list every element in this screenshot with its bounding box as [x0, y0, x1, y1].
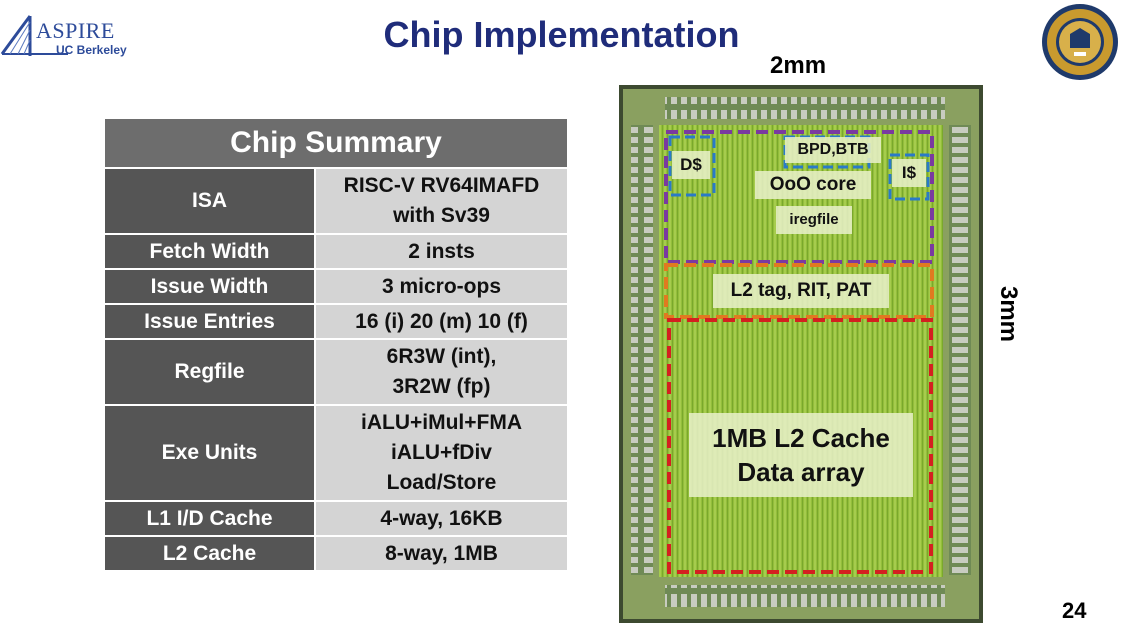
table-row: ISA RISC-V RV64IMAFD with Sv39	[105, 168, 567, 235]
row-label: Regfile	[105, 339, 316, 406]
l2-data-label: 1MB L2 Cache Data array	[689, 413, 913, 497]
logo-text: ASPIRE	[36, 18, 115, 43]
page-title: Chip Implementation	[383, 14, 740, 55]
table-row: L1 I/D Cache 4-way, 16KB	[105, 501, 567, 537]
l2-data-outline	[667, 318, 933, 574]
ooo-core-outline	[664, 130, 934, 264]
icache-label: I$	[892, 159, 926, 187]
chip-summary-table: Chip Summary ISA RISC-V RV64IMAFD with S…	[105, 119, 567, 572]
row-label: Issue Width	[105, 269, 316, 305]
row-value: RISC-V RV64IMAFD with Sv39	[315, 168, 567, 235]
bpd-btb-label: BPD,BTB	[785, 137, 881, 163]
ooo-core-label: OoO core	[755, 171, 871, 199]
row-label: Exe Units	[105, 405, 316, 502]
aspire-logo: ASPIRE UC Berkeley	[0, 10, 130, 60]
bridge-icon	[0, 15, 68, 56]
logo-subtext: UC Berkeley	[56, 43, 127, 57]
row-label: Fetch Width	[105, 234, 316, 270]
row-label: L1 I/D Cache	[105, 501, 316, 537]
table-row: Exe Units iALU+iMul+FMA iALU+fDiv Load/S…	[105, 405, 567, 502]
table-row: Fetch Width 2 insts	[105, 234, 567, 270]
row-value: 6R3W (int), 3R2W (fp)	[315, 339, 567, 406]
row-label: ISA	[105, 168, 316, 235]
iregfile-label: iregfile	[776, 206, 852, 234]
row-value: 4-way, 16KB	[315, 501, 567, 537]
l2-tag-outline	[664, 263, 934, 319]
row-value: 16 (i) 20 (m) 10 (f)	[315, 304, 567, 340]
row-label: L2 Cache	[105, 536, 316, 572]
row-label: Issue Entries	[105, 304, 316, 340]
die-photo: D$ BPD,BTB I$ OoO core iregfile L2 tag, …	[619, 85, 983, 623]
table-row: L2 Cache 8-way, 1MB	[105, 536, 567, 572]
dcache-outline	[668, 135, 716, 197]
die-height-label: 3mm	[995, 285, 1022, 343]
table-row: Issue Entries 16 (i) 20 (m) 10 (f)	[105, 304, 567, 340]
table-heading: Chip Summary	[105, 119, 567, 169]
icache-outline	[888, 153, 930, 201]
row-value: 2 insts	[315, 234, 567, 270]
table-row: Issue Width 3 micro-ops	[105, 269, 567, 305]
l2-data-label-line1: 1MB L2 Cache	[712, 423, 890, 453]
university-seal-icon	[1042, 4, 1118, 80]
row-value: iALU+iMul+FMA iALU+fDiv Load/Store	[315, 405, 567, 502]
table-row: Regfile 6R3W (int), 3R2W (fp)	[105, 339, 567, 406]
l2-data-label-line2: Data array	[737, 457, 865, 487]
l2-tag-label: L2 tag, RIT, PAT	[713, 274, 889, 308]
row-value: 3 micro-ops	[315, 269, 567, 305]
page-number: 24	[1062, 598, 1087, 623]
die-width-label: 2mm	[770, 52, 827, 79]
dcache-label: D$	[672, 151, 710, 179]
row-value: 8-way, 1MB	[315, 536, 567, 572]
